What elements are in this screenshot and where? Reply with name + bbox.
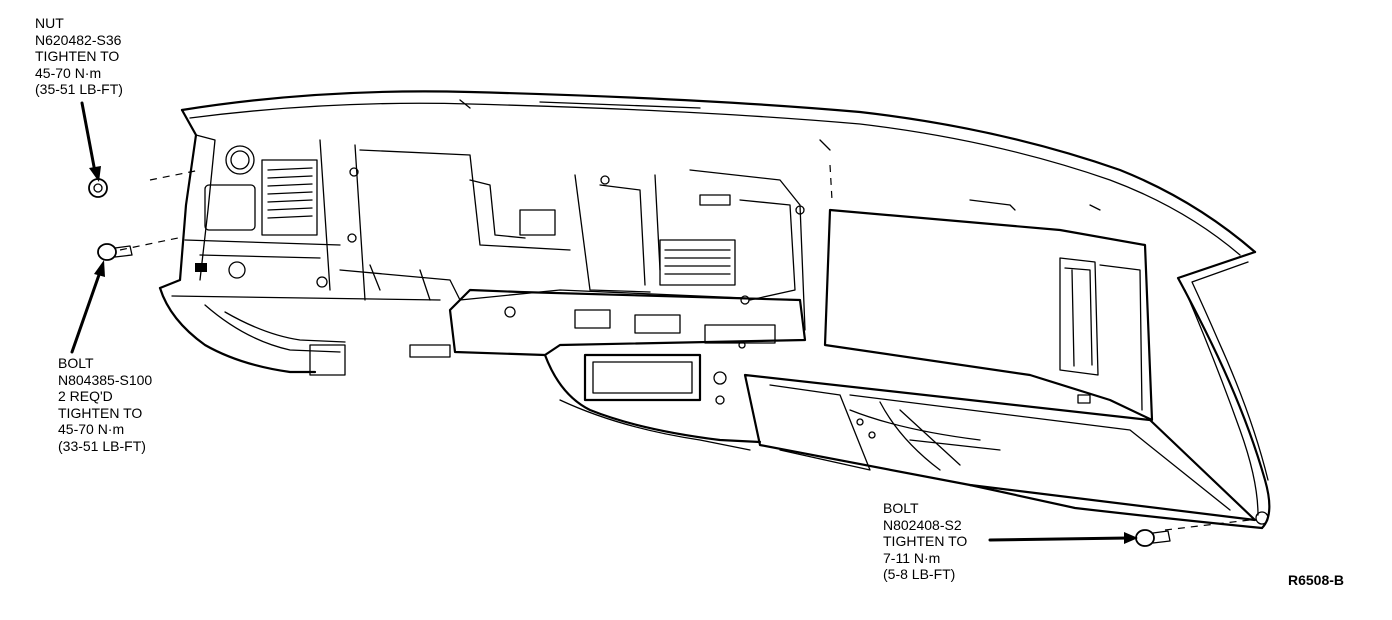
callout-line: 7-11 N·m [883,549,941,566]
callout-line: (33-51 LB-FT) [58,437,146,454]
left-vent-assembly [184,145,341,279]
panel-outline [158,90,1271,530]
callout-line: TIGHTEN TO [883,533,968,549]
callout-line: BOLT [883,500,919,516]
left-fasteners [70,101,201,354]
callout-line: N620482-S36 [35,31,122,48]
callout-line: N802408-S2 [883,516,962,533]
callout-line: TIGHTEN TO [58,404,143,421]
right-bolt-icon [1135,529,1155,547]
nut-icon [88,178,108,198]
callout-line: 2 REQ'D [58,388,113,404]
lower-bracket [309,288,807,405]
callout-line: N804385-S100 [58,371,153,388]
callout-line: 45-70 N·m [58,421,125,437]
glove-box-area [743,199,1257,522]
callout-line: (5-8 LB-FT) [883,566,956,582]
callout-line: TIGHTEN TO [35,48,120,64]
callout-line: 45-70 N·m [35,64,102,81]
left-bolt-icon [97,243,117,261]
nut-callout: NUT N620482-S36 TIGHTEN TO 45-70 N·m (35… [35,15,123,98]
callout-line: BOLT [58,355,94,371]
center-structure [316,99,1101,331]
callout-line: NUT [35,15,64,31]
callout-line: (35-51 LB-FT) [35,81,123,97]
right-fasteners [988,511,1269,547]
figure-id: R6508-B [1288,572,1345,588]
left-bolt-callout: BOLT N804385-S100 2 REQ'D TIGHTEN TO 45-… [58,355,152,454]
right-bolt-callout: BOLT N802408-S2 TIGHTEN TO 7-11 N·m (5-8… [883,500,967,583]
